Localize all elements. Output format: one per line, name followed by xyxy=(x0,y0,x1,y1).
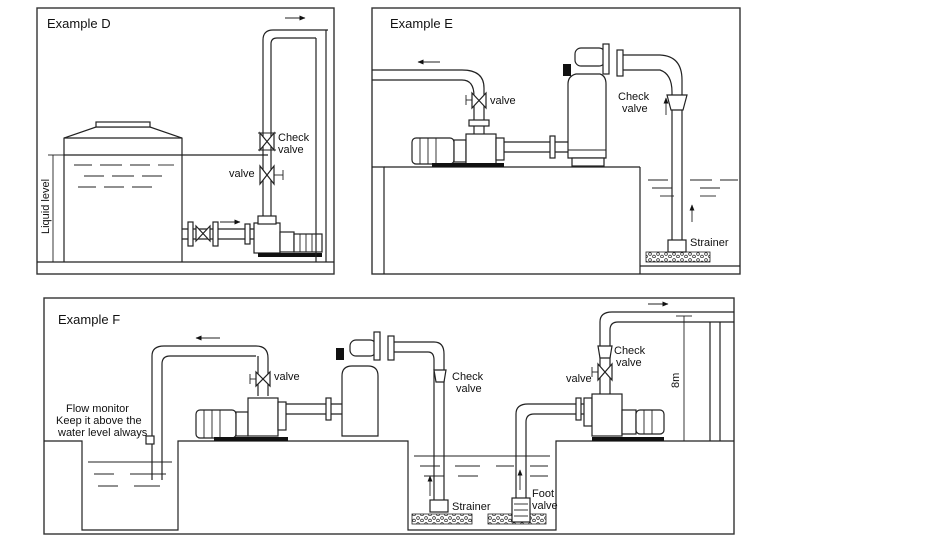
pump-f-left xyxy=(195,397,342,441)
discharge-pipe-e xyxy=(372,59,490,134)
flow-monitor-label-line1: Flow monitor xyxy=(66,403,129,415)
pump-e xyxy=(411,133,568,167)
left-pit-water xyxy=(88,461,172,487)
panel-d-title: Example D xyxy=(47,16,111,31)
pump-platform xyxy=(372,166,641,274)
storage-tank xyxy=(63,121,268,262)
valve-label-f-left: valve xyxy=(274,371,300,383)
panel-example-d: Example D Liquid level xyxy=(36,7,335,275)
check-valve-label-f-right-line2: valve xyxy=(616,357,642,369)
valve-label: valve xyxy=(229,168,255,180)
flow-monitor-label-line3: water level always xyxy=(57,427,148,439)
check-valve-label-e-line2: valve xyxy=(622,103,648,115)
foot-valve-label-line1: Foot xyxy=(532,488,554,500)
check-valve-label-e-line1: Check xyxy=(618,91,650,103)
suction-pipe-f-right xyxy=(511,397,584,523)
return-pipe-f xyxy=(145,335,271,480)
check-valve-label-f-left-line1: Check xyxy=(452,371,484,383)
suction-pipe-e xyxy=(622,54,695,253)
panel-e-title: Example E xyxy=(390,16,453,31)
discharge-riser xyxy=(258,15,328,262)
panel-e-frame xyxy=(371,7,741,275)
ground-profile xyxy=(44,440,734,531)
valve-label-e: valve xyxy=(490,95,516,107)
check-valve-label-f-right-line1: Check xyxy=(614,345,646,357)
suction-pipe xyxy=(182,219,258,247)
check-valve-label-line1: Check xyxy=(278,132,310,144)
foot-valve-label-line2: valve xyxy=(532,500,558,512)
panel-d-frame xyxy=(36,7,335,275)
strainer-label-e: Strainer xyxy=(690,237,729,249)
panel-example-f: Example F Fl xyxy=(43,297,735,535)
liquid-level-label: Liquid level xyxy=(40,179,52,234)
discharge-riser-f-right xyxy=(591,301,734,442)
liquid-level-dimension: Liquid level xyxy=(40,154,64,263)
check-valve-label-line2: valve xyxy=(278,144,304,156)
pump-f-right xyxy=(583,393,665,441)
valve-label-f-right: valve xyxy=(566,373,592,385)
height-label: 8m xyxy=(670,373,682,388)
flow-monitor-label-line2: Keep it above the xyxy=(56,415,142,427)
panel-example-e: Example E Check xyxy=(371,7,741,275)
panel-f-title: Example F xyxy=(58,312,120,327)
priming-tank xyxy=(563,43,624,167)
check-valve-label-f-left-line2: valve xyxy=(456,383,482,395)
pump-d xyxy=(253,215,323,257)
strainer-label-f: Strainer xyxy=(452,501,491,513)
priming-tank-f xyxy=(336,331,449,513)
